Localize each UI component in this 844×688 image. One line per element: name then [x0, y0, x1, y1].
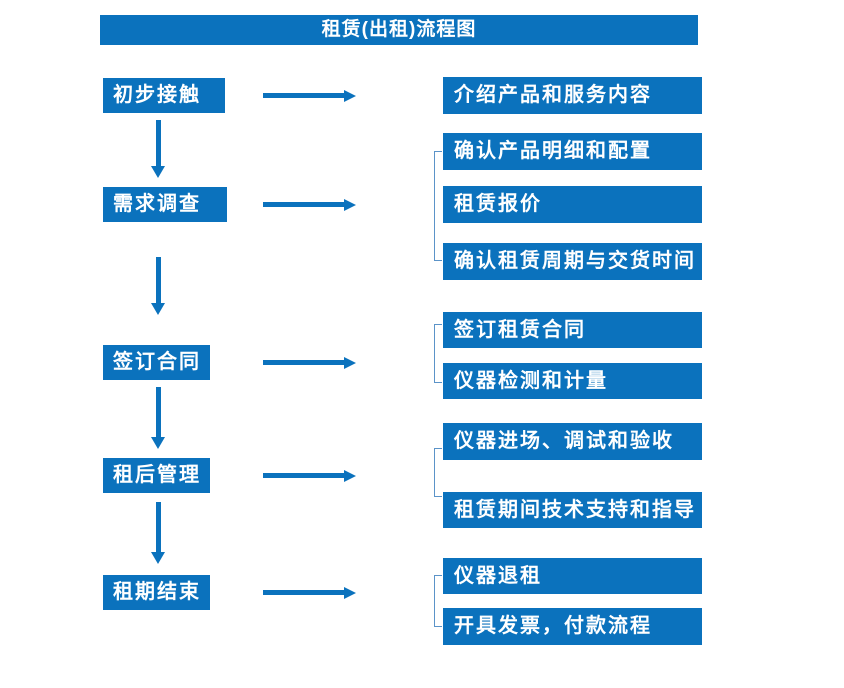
down-arrow-icon	[151, 502, 165, 564]
step-box-initial-contact: 初步接触	[103, 78, 225, 113]
right-arrow-icon	[263, 89, 356, 102]
detail-box-instrument-testing: 仪器检测和计量	[443, 363, 702, 399]
right-arrow-icon	[263, 469, 356, 482]
arrow-head	[151, 437, 165, 449]
detail-box-confirm-period: 确认租赁周期与交货时间	[443, 243, 702, 280]
group-bracket-rental-end	[434, 575, 442, 627]
arrow-shaft	[155, 387, 161, 437]
right-arrow-icon	[263, 586, 356, 599]
arrow-head	[151, 552, 165, 564]
arrow-head	[344, 89, 356, 102]
detail-box-confirm-product-spec: 确认产品明细和配置	[443, 133, 702, 170]
detail-box-rental-quote: 租赁报价	[443, 186, 702, 223]
arrow-head	[151, 166, 165, 178]
down-arrow-icon	[151, 257, 165, 315]
arrow-shaft	[263, 473, 344, 478]
step-box-sign-contract: 签订合同	[103, 345, 210, 380]
arrow-head	[151, 303, 165, 315]
arrow-shaft	[155, 502, 161, 552]
step-box-rental-end: 租期结束	[103, 575, 210, 610]
group-bracket-sign-contract	[434, 324, 442, 383]
arrow-shaft	[155, 257, 161, 303]
step-box-demand-survey: 需求调查	[103, 187, 227, 222]
arrow-shaft	[263, 93, 344, 98]
arrow-shaft	[263, 202, 344, 207]
group-bracket-post-rental-mgmt	[434, 448, 442, 497]
arrow-shaft	[155, 120, 161, 166]
detail-box-intro-products: 介绍产品和服务内容	[443, 77, 702, 114]
group-bracket-demand-survey	[434, 151, 442, 261]
down-arrow-icon	[151, 387, 165, 449]
arrow-head	[344, 198, 356, 211]
detail-box-instrument-return: 仪器退租	[443, 558, 702, 594]
detail-box-sign-rental-contract: 签订租赁合同	[443, 312, 702, 348]
detail-box-instrument-setup: 仪器进场、调试和验收	[443, 423, 702, 460]
arrow-shaft	[263, 360, 344, 365]
step-box-post-rental-mgmt: 租后管理	[103, 458, 210, 493]
right-arrow-icon	[263, 356, 356, 369]
right-arrow-icon	[263, 198, 356, 211]
detail-box-tech-support: 租赁期间技术支持和指导	[443, 492, 702, 528]
down-arrow-icon	[151, 120, 165, 178]
detail-box-invoice-payment: 开具发票，付款流程	[443, 608, 702, 645]
arrow-shaft	[263, 590, 344, 595]
arrow-head	[344, 586, 356, 599]
arrow-head	[344, 469, 356, 482]
flowchart-title: 租赁(出租)流程图	[100, 15, 698, 45]
arrow-head	[344, 356, 356, 369]
